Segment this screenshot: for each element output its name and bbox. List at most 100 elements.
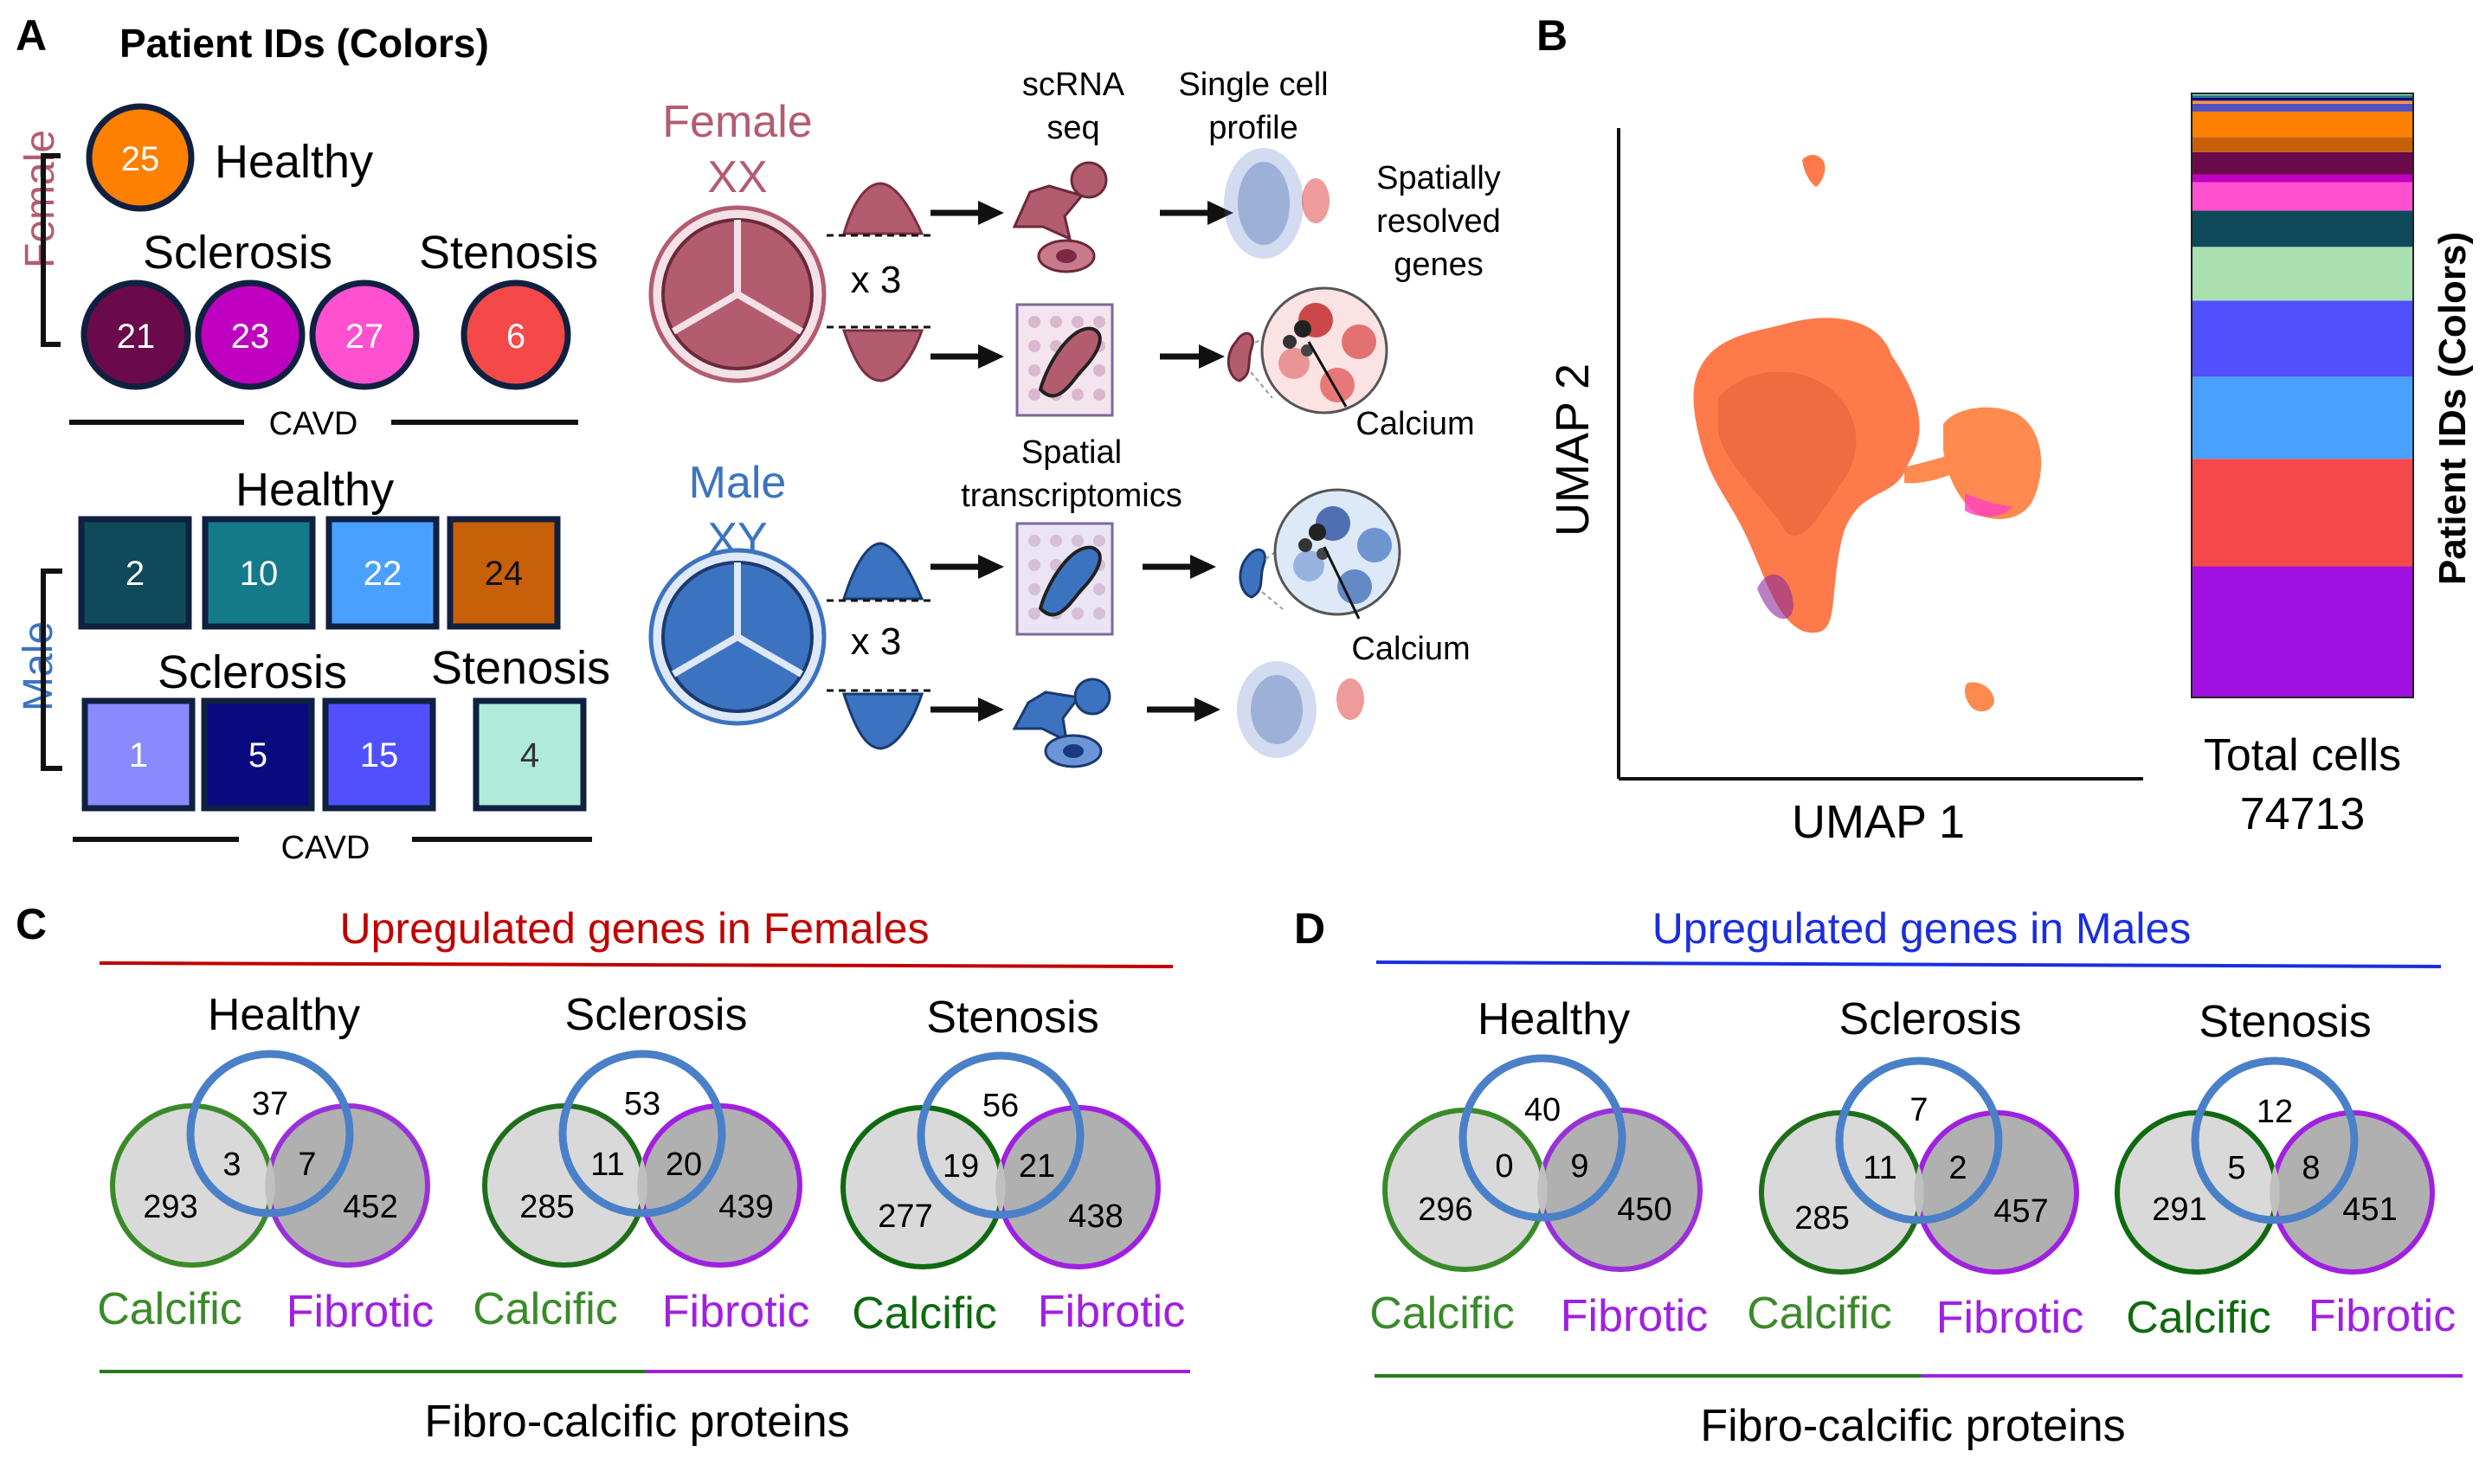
venn-overlap <box>1537 1162 1548 1217</box>
patient-square <box>81 697 196 812</box>
venn-top-count: 37 <box>252 1086 288 1122</box>
patient-id: 21 <box>117 318 156 356</box>
female-stenosis-patient: 6 <box>460 279 571 390</box>
venn-healthy-male: Healthy 40 296 0 9 450 Calcific Fibrotic <box>1369 994 1708 1341</box>
calcific-label: Calcific <box>852 1288 997 1339</box>
bar-segment-14 <box>2192 97 2413 101</box>
spatial-transcriptomics-line2: transcriptomics <box>961 478 1182 514</box>
venn-mid-right-count: 8 <box>2302 1150 2320 1186</box>
bar-legend-title: Patient IDs (Colors) <box>2431 232 2474 585</box>
patient-id: 4 <box>520 736 539 774</box>
venn-label: Sclerosis <box>1839 994 2022 1044</box>
male-tissue-section-icon <box>1239 548 1266 599</box>
calcific-label: Calcific <box>97 1284 242 1334</box>
patient-id: 23 <box>231 318 270 356</box>
female-calcium-pointer <box>1307 341 1348 408</box>
female-spatial-slide-icon <box>1015 303 1114 417</box>
patient-circle <box>460 279 571 390</box>
scrna-line2: seq <box>1046 110 1099 146</box>
bar-segment-5 <box>2192 247 2413 301</box>
panel-c-title: Upregulated genes in Females <box>340 904 930 953</box>
patient-square <box>473 697 587 812</box>
venn-right-count: 451 <box>2342 1192 2397 1228</box>
venn-right-count: 438 <box>1068 1198 1123 1235</box>
male-calcium-zoom-icon <box>1261 488 1401 616</box>
venn-right-count: 452 <box>343 1189 397 1225</box>
male-sclerosis-label: Sclerosis <box>158 646 347 698</box>
panel-c-letter: C <box>16 900 47 948</box>
umap-bridge <box>1904 454 1958 484</box>
venn-left-count: 291 <box>2152 1192 2206 1228</box>
gene-set-circle <box>917 1051 1085 1219</box>
scrna-line1: scRNA <box>1022 67 1125 103</box>
venn-stenosis-male: Stenosis 12 291 5 8 451 Calcific Fibroti… <box>2115 997 2456 1343</box>
umap-main-cluster-overlay <box>1718 371 1857 536</box>
patient-circle <box>86 103 195 212</box>
panel-a: A Patient IDs (Colors) Female 25 Healthy… <box>16 11 1501 866</box>
female-cells-icon <box>1012 161 1108 273</box>
arrow-icon <box>930 697 1004 722</box>
patient-square <box>202 516 316 630</box>
female-single-cell-profile-icon <box>1224 148 1330 259</box>
female-healthy-patient: 25 <box>86 103 195 212</box>
patient-ids-title: Patient IDs (Colors) <box>119 21 489 66</box>
female-valve-icon <box>648 205 827 383</box>
venn-left-count: 285 <box>519 1189 574 1225</box>
venn-left-count: 293 <box>143 1189 197 1225</box>
bar-segment-11 <box>2192 111 2413 138</box>
female-xx-line2: XX <box>707 152 767 202</box>
female-sclerosis-patient: 23 <box>195 279 306 390</box>
venn-mid-left-count: 19 <box>943 1148 979 1185</box>
venn-top-count: 56 <box>982 1088 1019 1124</box>
venn-mid-left-count: 0 <box>1495 1148 1513 1185</box>
male-calcium-pointer <box>1323 546 1361 620</box>
panel-d-title: Upregulated genes in Males <box>1652 904 2192 953</box>
bar-frame <box>2191 93 2414 698</box>
venn-overlap <box>995 1160 1006 1215</box>
male-spatial-slide-icon <box>1015 522 1114 636</box>
total-cells-label: Total cells <box>2204 730 2401 781</box>
male-healthy-label: Healthy <box>235 464 394 516</box>
spatially-line1: Spatially <box>1376 160 1501 196</box>
female-tissue-bottom-icon <box>841 329 924 382</box>
female-cavd-label: CAVD <box>269 406 358 442</box>
venn-overlap <box>637 1158 647 1213</box>
gene-set-circle <box>1835 1057 2003 1224</box>
umap-ylabel: UMAP 2 <box>1547 363 1599 536</box>
venn-mid-right-count: 2 <box>1948 1150 1967 1186</box>
male-calcium-label: Calcium <box>1351 631 1470 667</box>
fibrotic-label: Fibrotic <box>1561 1291 1708 1341</box>
female-xx-line1: Female <box>662 97 812 147</box>
fibrotic-label: Fibrotic <box>2308 1291 2456 1341</box>
female-sclerosis-patient: 27 <box>309 279 420 390</box>
arrow-icon <box>930 201 1004 225</box>
panel-d-title-line <box>1375 960 2442 968</box>
bar-segment-15 <box>2192 95 2413 98</box>
umap-main-cluster-speckle <box>1757 574 1793 620</box>
male-tissue-bottom-icon <box>841 692 924 750</box>
arrow-icon <box>930 555 1004 579</box>
male-stenosis-label: Stenosis <box>431 642 610 694</box>
bar-segment-6 <box>2192 210 2413 247</box>
male-healthy-patient: 22 <box>325 516 440 630</box>
female-healthy-label: Healthy <box>215 136 373 188</box>
panel-b: B UMAP 1 UMAP 2 Patient IDs (Colors) Tot… <box>1536 11 2474 848</box>
female-side-label: Female <box>17 130 63 268</box>
calcific-label: Calcific <box>1369 1288 1515 1339</box>
patient-square <box>201 697 315 812</box>
panel-c: C Upregulated genes in Females Healthy 3… <box>16 900 1190 1447</box>
patient-id: 5 <box>248 736 267 774</box>
venn-sclerosis-female: Sclerosis 53 285 11 20 439 Calcific Fibr… <box>473 990 809 1337</box>
bar-segment-1 <box>2192 566 2413 697</box>
venn-healthy-female: Healthy 37 293 3 7 452 Calcific Fibrotic <box>97 990 434 1337</box>
patient-id: 1 <box>129 736 148 774</box>
female-bracket <box>41 153 61 347</box>
patient-circle <box>195 279 306 390</box>
single-cell-line1: Single cell <box>1178 67 1328 103</box>
venn-top-count: 7 <box>1909 1092 1928 1128</box>
patient-id: 27 <box>345 318 384 356</box>
venn-overlap <box>2270 1165 2280 1220</box>
male-times: x 3 <box>851 620 902 663</box>
male-xy-line1: Male <box>689 458 787 508</box>
